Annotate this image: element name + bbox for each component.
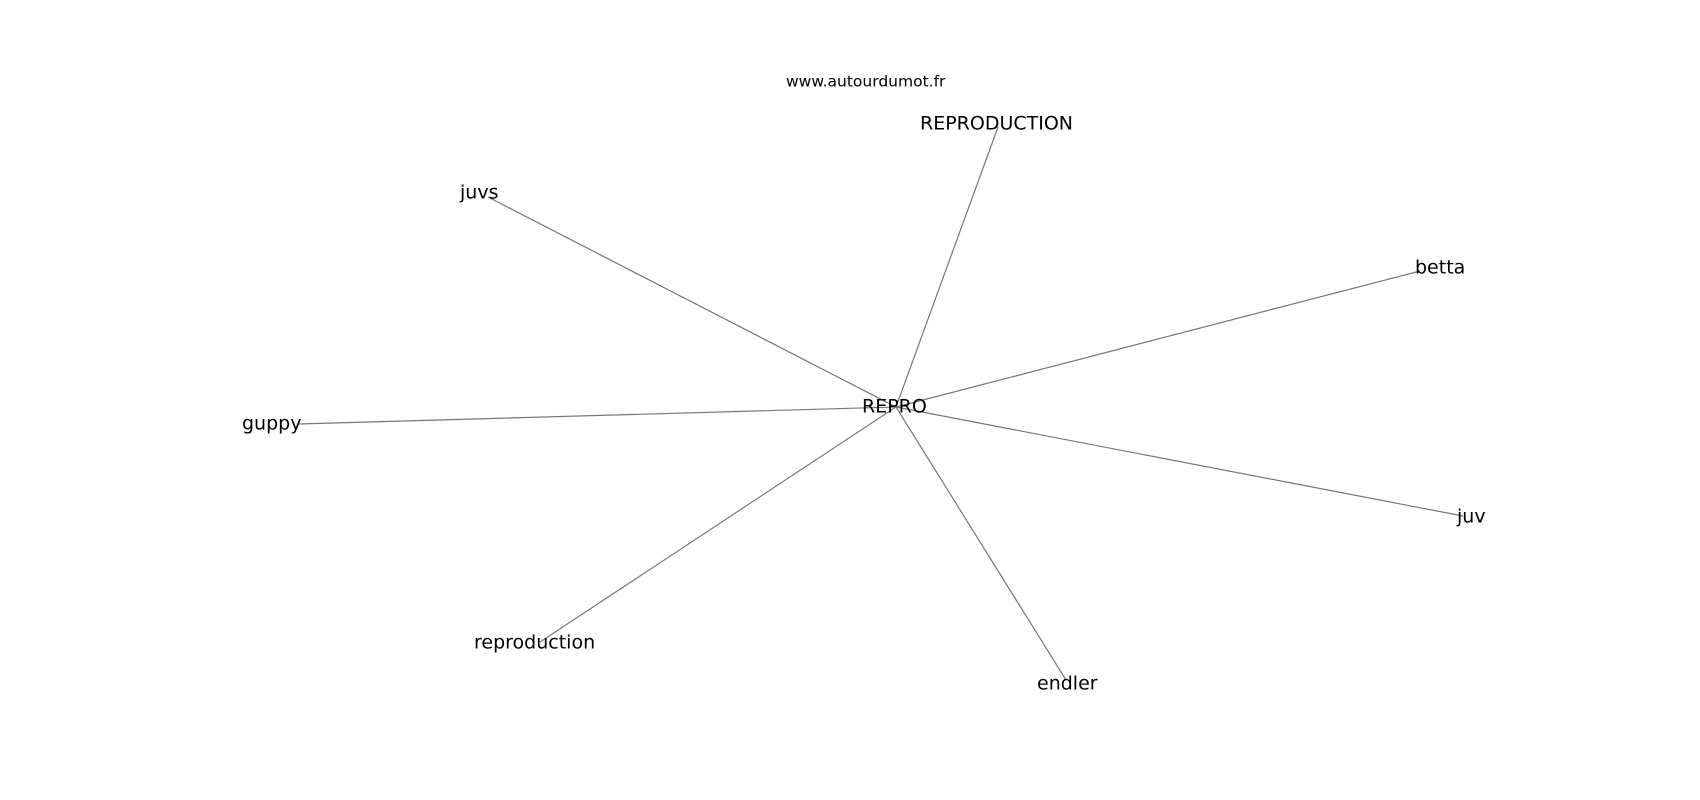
edge-REPRODUCTION <box>895 126 999 408</box>
node-neighbor[interactable]: reproduction <box>474 632 595 654</box>
node-neighbor[interactable]: endler <box>1037 673 1098 695</box>
edge-betta <box>895 270 1421 408</box>
edge-juvs <box>487 196 897 408</box>
node-neighbor[interactable]: betta <box>1415 257 1465 279</box>
node-center[interactable]: REPRO <box>862 396 927 418</box>
edge-juv <box>895 406 1464 517</box>
graph-labels: www.autourdumot.fr REPRO REPRODUCTION ju… <box>242 73 1486 695</box>
watermark-text: www.autourdumot.fr <box>786 73 946 91</box>
edge-reproduction <box>539 406 897 643</box>
edge-endler <box>895 406 1067 681</box>
node-neighbor[interactable]: guppy <box>242 413 301 435</box>
graph-edges <box>297 126 1464 681</box>
edge-guppy <box>297 406 897 425</box>
node-neighbor[interactable]: juv <box>1456 506 1486 528</box>
node-neighbor[interactable]: REPRODUCTION <box>920 113 1073 135</box>
node-neighbor[interactable]: juvs <box>459 182 498 204</box>
